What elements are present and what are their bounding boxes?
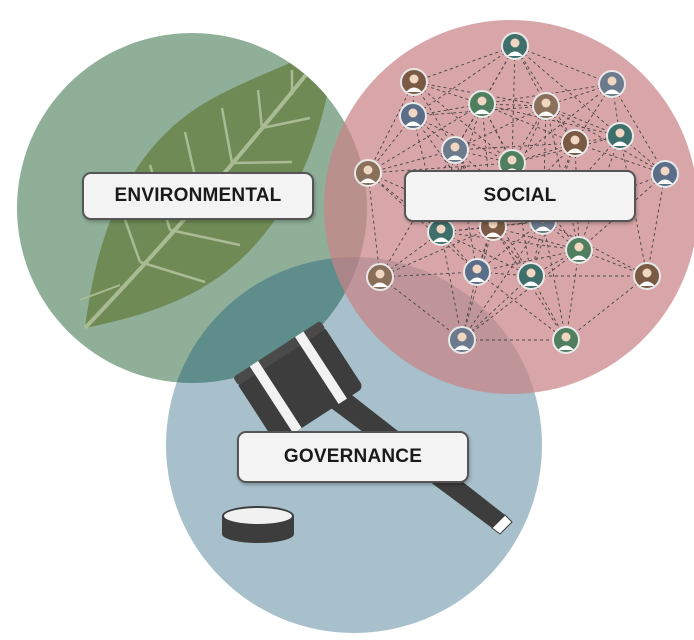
network-connection <box>367 103 483 174</box>
person-avatar-icon <box>463 258 491 286</box>
network-connection <box>461 275 532 341</box>
network-connection <box>492 226 580 251</box>
network-connection <box>440 231 463 341</box>
network-connection <box>440 231 532 277</box>
network-connection <box>367 149 456 174</box>
person-avatar-icon <box>552 326 580 354</box>
network-connection <box>367 172 478 273</box>
person-avatar-icon <box>468 90 496 118</box>
network-connection <box>574 142 666 175</box>
network-connection <box>412 45 516 117</box>
network-connection <box>565 275 648 341</box>
person-avatar-icon <box>561 129 589 157</box>
network-connection <box>461 249 580 341</box>
person-avatar-icon <box>651 160 679 188</box>
network-connection <box>530 142 576 277</box>
network-connection <box>461 226 494 341</box>
person-avatar-icon <box>633 262 661 290</box>
network-connection <box>440 220 544 233</box>
person-avatar-icon <box>399 102 427 130</box>
social-label: SOCIAL <box>404 170 636 222</box>
governance-label: GOVERNANCE <box>237 431 469 483</box>
person-avatar-icon <box>598 70 626 98</box>
person-avatar-icon <box>427 218 455 246</box>
network-connection <box>514 45 621 137</box>
network-connection <box>379 271 478 278</box>
person-avatar-icon <box>517 262 545 290</box>
network-connection <box>379 276 463 341</box>
person-avatar-icon <box>606 122 634 150</box>
person-avatar-icon <box>532 92 560 120</box>
network-connection <box>367 162 513 174</box>
network-connection <box>542 220 648 277</box>
network-connection <box>514 45 613 85</box>
network-connection <box>367 81 415 174</box>
person-avatar-icon <box>501 32 529 60</box>
network-connection <box>492 226 532 277</box>
network-connection <box>481 103 576 144</box>
environmental-label: ENVIRONMENTAL <box>82 172 314 220</box>
person-avatar-icon <box>354 159 382 187</box>
person-avatar-icon <box>366 263 394 291</box>
network-connection <box>514 45 576 144</box>
network-connection <box>481 83 613 105</box>
network-connection <box>481 103 547 107</box>
network-connection <box>476 271 567 341</box>
network-connection <box>578 173 666 251</box>
person-avatar-icon <box>441 136 469 164</box>
person-avatar-icon <box>565 236 593 264</box>
network-connection <box>542 105 547 222</box>
network-connection <box>379 226 494 278</box>
network-connection <box>440 103 483 233</box>
network-connection <box>545 105 666 175</box>
network-connection <box>367 172 442 233</box>
env-gov-overlap <box>166 257 367 383</box>
network-connection <box>440 231 580 251</box>
network-connection <box>542 135 621 222</box>
person-avatar-icon <box>400 68 428 96</box>
network-connection <box>476 249 580 273</box>
network-connection <box>412 115 442 233</box>
network-connection <box>454 142 576 151</box>
network-connection <box>511 45 516 164</box>
network-connection <box>646 173 666 277</box>
network-connection <box>454 105 547 151</box>
network-connection <box>542 220 567 341</box>
person-avatar-icon <box>448 326 476 354</box>
